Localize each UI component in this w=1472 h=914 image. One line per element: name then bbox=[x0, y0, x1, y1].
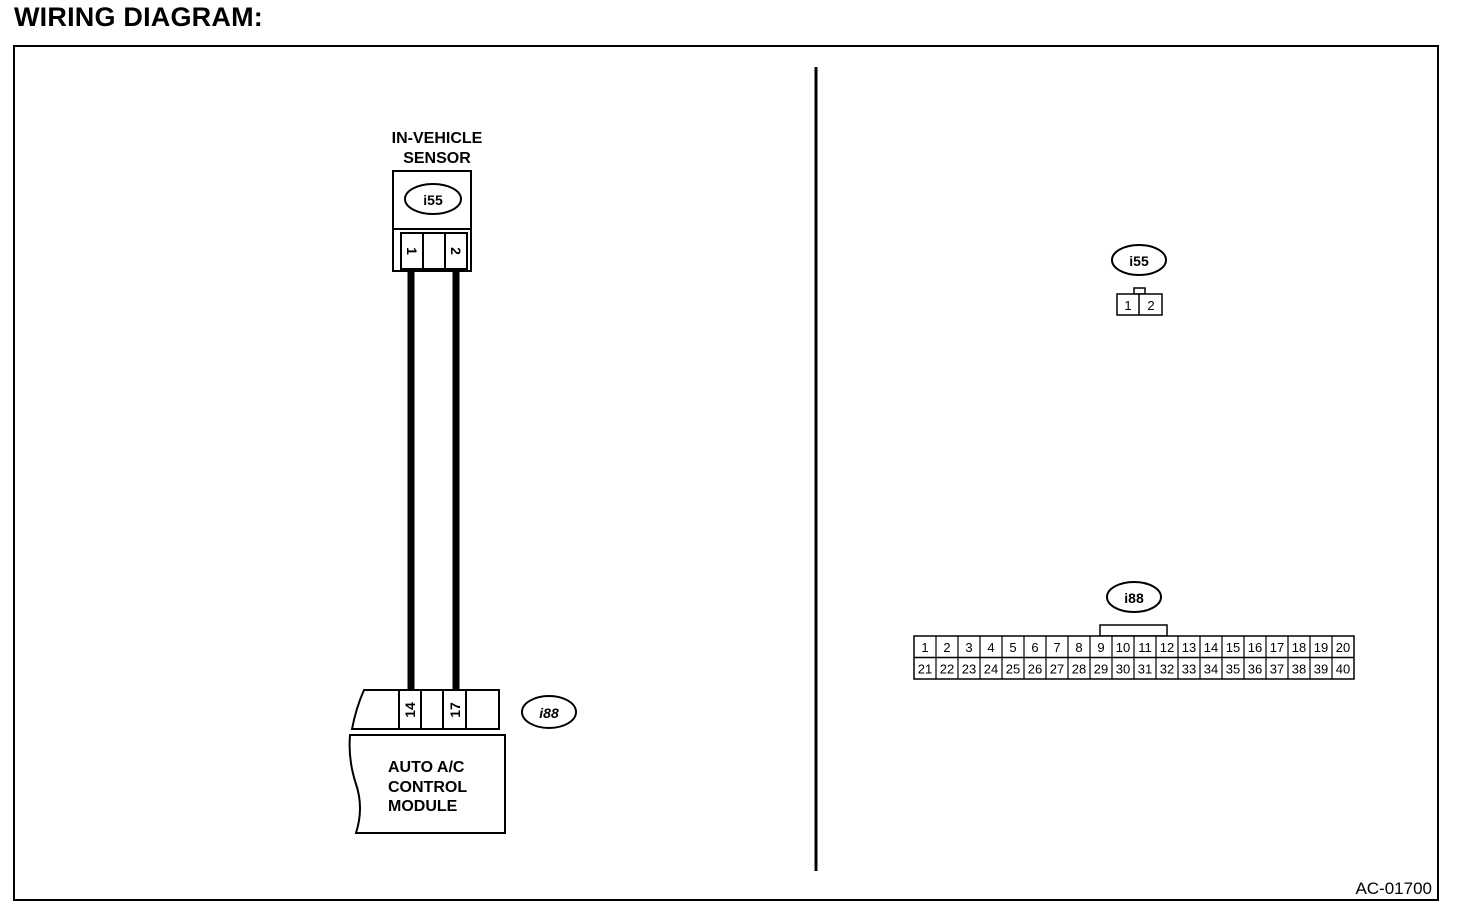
face-i55-id: i55 bbox=[1129, 253, 1149, 269]
face-i88-pin-15: 15 bbox=[1226, 640, 1240, 655]
sensor-label-line1: IN-VEHICLE bbox=[392, 130, 483, 147]
face-i88-pin-40: 40 bbox=[1336, 662, 1350, 677]
module-body bbox=[348, 734, 506, 834]
face-i88-pin-34: 34 bbox=[1204, 662, 1218, 677]
sensor-connector: i55 1 2 bbox=[392, 170, 472, 272]
face-i88-pin-31: 31 bbox=[1138, 662, 1152, 677]
module-label-line1: AUTO A/C bbox=[388, 759, 465, 776]
face-i88-pin-17: 17 bbox=[1270, 640, 1284, 655]
face-i88-pin-9: 9 bbox=[1097, 640, 1104, 655]
face-i88-id-oval bbox=[1106, 581, 1162, 613]
face-i88-pin-30: 30 bbox=[1116, 662, 1130, 677]
face-i55-pin-2: 2 bbox=[1147, 298, 1154, 313]
sensor-connector-id: i55 bbox=[423, 192, 443, 208]
face-i88-pin-2: 2 bbox=[943, 640, 950, 655]
face-i88-pin-24: 24 bbox=[984, 662, 998, 677]
module-connector-id: i88 bbox=[539, 705, 559, 721]
module-label-line3: MODULE bbox=[388, 798, 458, 815]
face-i88-pin-21: 21 bbox=[918, 662, 932, 677]
reference-code: AC-01700 bbox=[1355, 879, 1432, 898]
sensor-label-line2: SENSOR bbox=[403, 150, 471, 167]
face-i88-pin-23: 23 bbox=[962, 662, 976, 677]
face-i88-pin-26: 26 bbox=[1028, 662, 1042, 677]
module-label-line2: CONTROL bbox=[388, 779, 467, 796]
face-i88-pin-18: 18 bbox=[1292, 640, 1306, 655]
face-i88-pin-4: 4 bbox=[987, 640, 994, 655]
sensor-pin-2: 2 bbox=[448, 247, 464, 255]
face-i88-pin-3: 3 bbox=[965, 640, 972, 655]
face-i88-pin-11: 11 bbox=[1138, 640, 1152, 655]
face-i88-pin-12: 12 bbox=[1160, 640, 1174, 655]
face-i88-pin-6: 6 bbox=[1031, 640, 1038, 655]
face-i55-pin-1: 1 bbox=[1124, 298, 1131, 313]
face-i88-pin-13: 13 bbox=[1182, 640, 1196, 655]
face-i88-pin-38: 38 bbox=[1292, 662, 1306, 677]
face-i88-pin-35: 35 bbox=[1226, 662, 1240, 677]
face-i88-pin-32: 32 bbox=[1160, 662, 1174, 677]
face-i88-pin-28: 28 bbox=[1072, 662, 1086, 677]
face-i88-pin-10: 10 bbox=[1116, 640, 1130, 655]
face-i88-pin-8: 8 bbox=[1075, 640, 1082, 655]
face-i88-pin-29: 29 bbox=[1094, 662, 1108, 677]
face-i55-connector: 1 2 bbox=[1116, 287, 1163, 316]
module-pin-14: 14 bbox=[402, 702, 418, 718]
module-pin-17: 17 bbox=[447, 702, 463, 718]
face-i88-pin-19: 19 bbox=[1314, 640, 1328, 655]
face-i88-pin-16: 16 bbox=[1248, 640, 1262, 655]
face-i88-pin-33: 33 bbox=[1182, 662, 1196, 677]
face-i88-pin-1: 1 bbox=[921, 640, 928, 655]
face-i88-id: i88 bbox=[1124, 590, 1144, 606]
face-i88-pin-5: 5 bbox=[1009, 640, 1016, 655]
page-title: WIRING DIAGRAM: bbox=[14, 2, 263, 32]
face-i88-pin-37: 37 bbox=[1270, 662, 1284, 677]
face-i88-pin-14: 14 bbox=[1204, 640, 1218, 655]
face-i88-pin-7: 7 bbox=[1053, 640, 1060, 655]
face-i88-pin-22: 22 bbox=[940, 662, 954, 677]
diagram-frame bbox=[13, 45, 1439, 901]
face-i88-pin-27: 27 bbox=[1050, 662, 1064, 677]
sensor-pin-1: 1 bbox=[404, 247, 420, 255]
face-i88-pin-39: 39 bbox=[1314, 662, 1328, 677]
face-i88-pin-25: 25 bbox=[1006, 662, 1020, 677]
face-i88-pin-20: 20 bbox=[1336, 640, 1350, 655]
module-connector: 14 17 bbox=[350, 689, 500, 730]
module-connector-id-oval bbox=[521, 695, 577, 729]
face-i88-pin-36: 36 bbox=[1248, 662, 1262, 677]
face-i55-id-oval bbox=[1111, 244, 1167, 276]
